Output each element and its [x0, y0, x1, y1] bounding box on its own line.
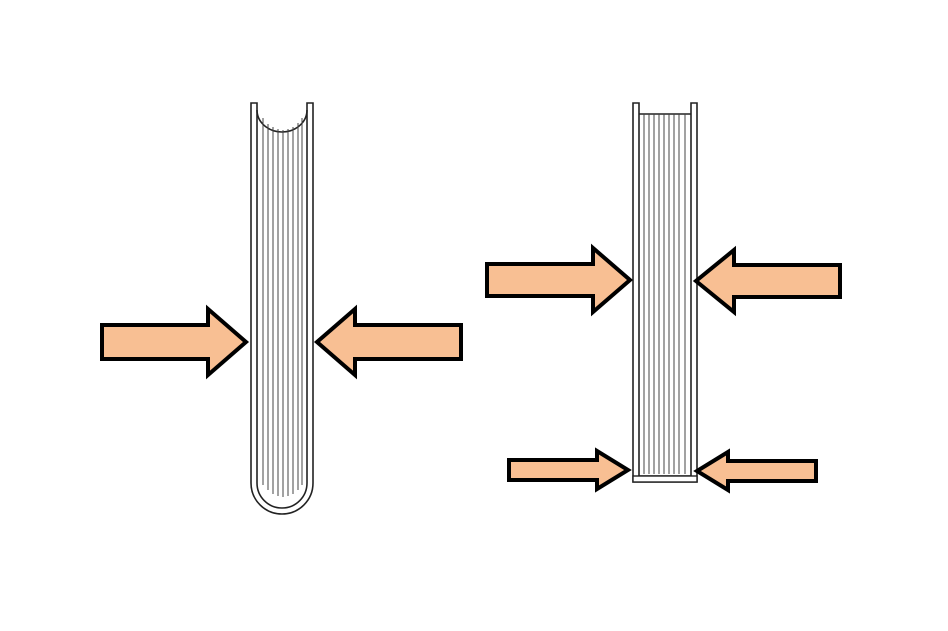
book-cover-outline — [250, 102, 314, 515]
flat-spine-book — [632, 102, 698, 483]
press-left-arrow — [485, 243, 634, 317]
rounded-spine-book — [250, 102, 314, 515]
book-spine — [632, 475, 698, 483]
book-pages — [262, 118, 303, 497]
press-left-arrow — [100, 304, 250, 380]
spine-left-arrow — [507, 447, 632, 493]
press-right-arrow — [692, 245, 842, 317]
book-cover-outline — [632, 102, 698, 483]
press-right-arrow — [313, 304, 463, 380]
book-pages — [643, 114, 686, 474]
book-fore-edge-curve — [256, 109, 308, 133]
spine-right-arrow — [693, 448, 818, 494]
